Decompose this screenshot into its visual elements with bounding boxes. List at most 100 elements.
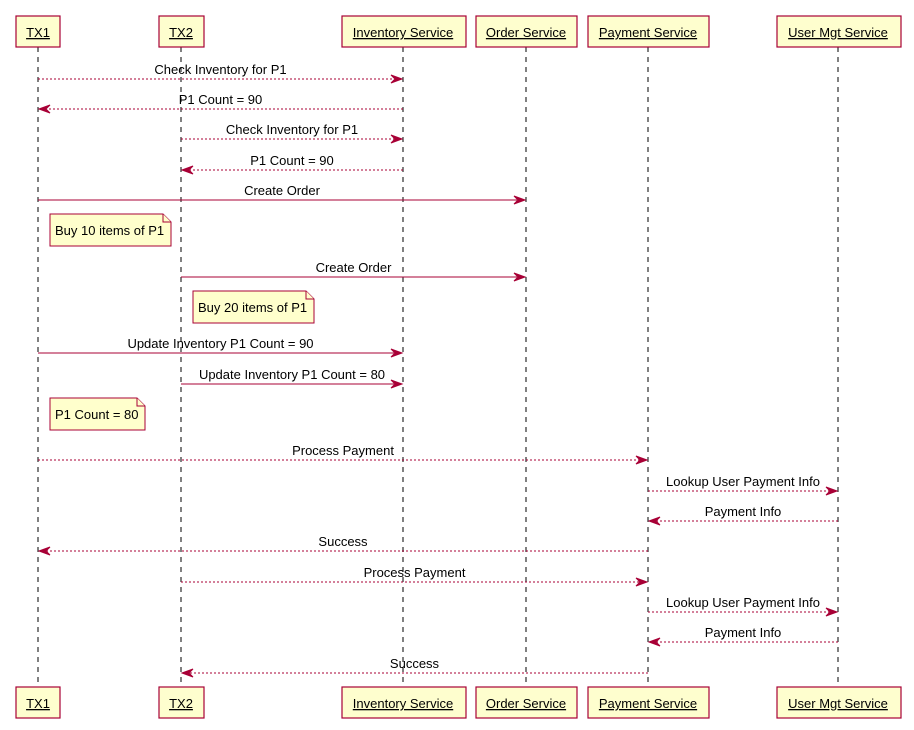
note-box bbox=[192, 290, 315, 324]
participant-box bbox=[776, 686, 902, 719]
arrowhead-icon bbox=[390, 134, 404, 144]
participant-box bbox=[341, 15, 467, 48]
message-label: Process Payment bbox=[292, 443, 394, 458]
arrowhead-icon bbox=[37, 546, 51, 556]
note-buy-10-items-of-p1: Buy 10 items of P1 bbox=[49, 213, 172, 247]
participant-box bbox=[776, 15, 902, 48]
participant-tx1-top: TX1 bbox=[15, 15, 61, 48]
arrowhead-icon bbox=[513, 272, 527, 282]
message-label: Update Inventory P1 Count = 80 bbox=[199, 367, 385, 382]
participant-label: Order Service bbox=[486, 25, 566, 40]
participant-box bbox=[341, 686, 467, 719]
message-label: Check Inventory for P1 bbox=[154, 62, 286, 77]
participant-label: User Mgt Service bbox=[788, 696, 888, 711]
participant-box bbox=[158, 686, 205, 719]
note-text: P1 Count = 80 bbox=[55, 407, 138, 422]
note-p1-count-80: P1 Count = 80 bbox=[49, 397, 146, 431]
message-create-order: Create Order bbox=[181, 260, 527, 282]
arrowhead-icon bbox=[647, 637, 661, 647]
note-text: Buy 10 items of P1 bbox=[55, 223, 164, 238]
message-label: Payment Info bbox=[705, 504, 782, 519]
message-label: P1 Count = 90 bbox=[179, 92, 262, 107]
lifelines bbox=[37, 47, 839, 687]
arrowhead-icon bbox=[180, 165, 194, 175]
note-buy-20-items-of-p1: Buy 20 items of P1 bbox=[192, 290, 315, 324]
message-update-inventory-p1-count-90: Update Inventory P1 Count = 90 bbox=[38, 336, 404, 358]
note-fold-icon bbox=[136, 398, 145, 407]
participant-label: Inventory Service bbox=[353, 25, 453, 40]
message-label: Success bbox=[390, 656, 440, 671]
participant-row-bottom: TX1 TX2 Inventory Service Order Service Paym… bbox=[15, 686, 902, 719]
participant-label: TX2 bbox=[169, 25, 193, 40]
message-label: P1 Count = 90 bbox=[250, 153, 333, 168]
message-label: Lookup User Payment Info bbox=[666, 474, 820, 489]
note-box bbox=[49, 397, 146, 431]
participant-row-top: TX1 TX2 Inventory Service Order Service Paym… bbox=[15, 15, 902, 48]
message-payment-info: Payment Info bbox=[647, 504, 838, 526]
participant-tx1-bottom: TX1 bbox=[15, 686, 61, 719]
message-payment-info: Payment Info bbox=[647, 625, 838, 647]
participant-inventory-bottom: Inventory Service bbox=[341, 686, 467, 719]
message-label: Payment Info bbox=[705, 625, 782, 640]
message-label: Success bbox=[318, 534, 368, 549]
message-process-payment: Process Payment bbox=[38, 443, 649, 465]
participant-tx2-bottom: TX2 bbox=[158, 686, 205, 719]
participant-box bbox=[15, 686, 61, 719]
participant-usermgt-top: User Mgt Service bbox=[776, 15, 902, 48]
arrowhead-icon bbox=[825, 607, 839, 617]
note-fold-icon bbox=[162, 214, 171, 223]
participant-label: Payment Service bbox=[599, 696, 697, 711]
arrowhead-icon bbox=[635, 577, 649, 587]
arrowhead-icon bbox=[37, 104, 51, 114]
arrowhead-icon bbox=[647, 516, 661, 526]
participant-label: Inventory Service bbox=[353, 696, 453, 711]
message-lookup-user-payment-info: Lookup User Payment Info bbox=[648, 474, 839, 496]
participant-label: Payment Service bbox=[599, 25, 697, 40]
participant-box bbox=[15, 15, 61, 48]
participant-payment-bottom: Payment Service bbox=[587, 686, 710, 719]
message-label: Process Payment bbox=[364, 565, 466, 580]
participant-order-top: Order Service bbox=[475, 15, 578, 48]
message-p1-count-90: P1 Count = 90 bbox=[37, 92, 403, 114]
message-create-order: Create Order bbox=[38, 183, 527, 205]
diagram-events: Check Inventory for P1 P1 Count = 90 Check… bbox=[37, 62, 839, 678]
message-update-inventory-p1-count-80: Update Inventory P1 Count = 80 bbox=[181, 367, 404, 389]
note-text: Buy 20 items of P1 bbox=[198, 300, 307, 315]
participant-inventory-top: Inventory Service bbox=[341, 15, 467, 48]
arrowhead-icon bbox=[825, 486, 839, 496]
arrowhead-icon bbox=[513, 195, 527, 205]
message-label: Create Order bbox=[244, 183, 321, 198]
message-success: Success bbox=[37, 534, 648, 556]
participant-box bbox=[587, 15, 710, 48]
message-check-inventory-for-p1: Check Inventory for P1 bbox=[38, 62, 404, 84]
message-check-inventory-for-p1: Check Inventory for P1 bbox=[181, 122, 404, 144]
arrowhead-icon bbox=[390, 348, 404, 358]
message-success: Success bbox=[180, 656, 648, 678]
message-lookup-user-payment-info: Lookup User Payment Info bbox=[648, 595, 839, 617]
participant-box bbox=[158, 15, 205, 48]
arrowhead-icon bbox=[390, 379, 404, 389]
participant-usermgt-bottom: User Mgt Service bbox=[776, 686, 902, 719]
participant-order-bottom: Order Service bbox=[475, 686, 578, 719]
message-label: Lookup User Payment Info bbox=[666, 595, 820, 610]
arrowhead-icon bbox=[390, 74, 404, 84]
participant-box bbox=[475, 15, 578, 48]
message-p1-count-90: P1 Count = 90 bbox=[180, 153, 403, 175]
participant-label: Order Service bbox=[486, 696, 566, 711]
participant-label: User Mgt Service bbox=[788, 25, 888, 40]
note-fold-icon bbox=[305, 291, 314, 300]
participant-box bbox=[475, 686, 578, 719]
participant-tx2-top: TX2 bbox=[158, 15, 205, 48]
note-box bbox=[49, 213, 172, 247]
participant-label: TX1 bbox=[26, 25, 50, 40]
participant-label: TX2 bbox=[169, 696, 193, 711]
participant-box bbox=[587, 686, 710, 719]
participant-label: TX1 bbox=[26, 696, 50, 711]
arrowhead-icon bbox=[635, 455, 649, 465]
participant-payment-top: Payment Service bbox=[587, 15, 710, 48]
message-label: Check Inventory for P1 bbox=[226, 122, 358, 137]
message-label: Update Inventory P1 Count = 90 bbox=[127, 336, 313, 351]
message-label: Create Order bbox=[316, 260, 393, 275]
arrowhead-icon bbox=[180, 668, 194, 678]
